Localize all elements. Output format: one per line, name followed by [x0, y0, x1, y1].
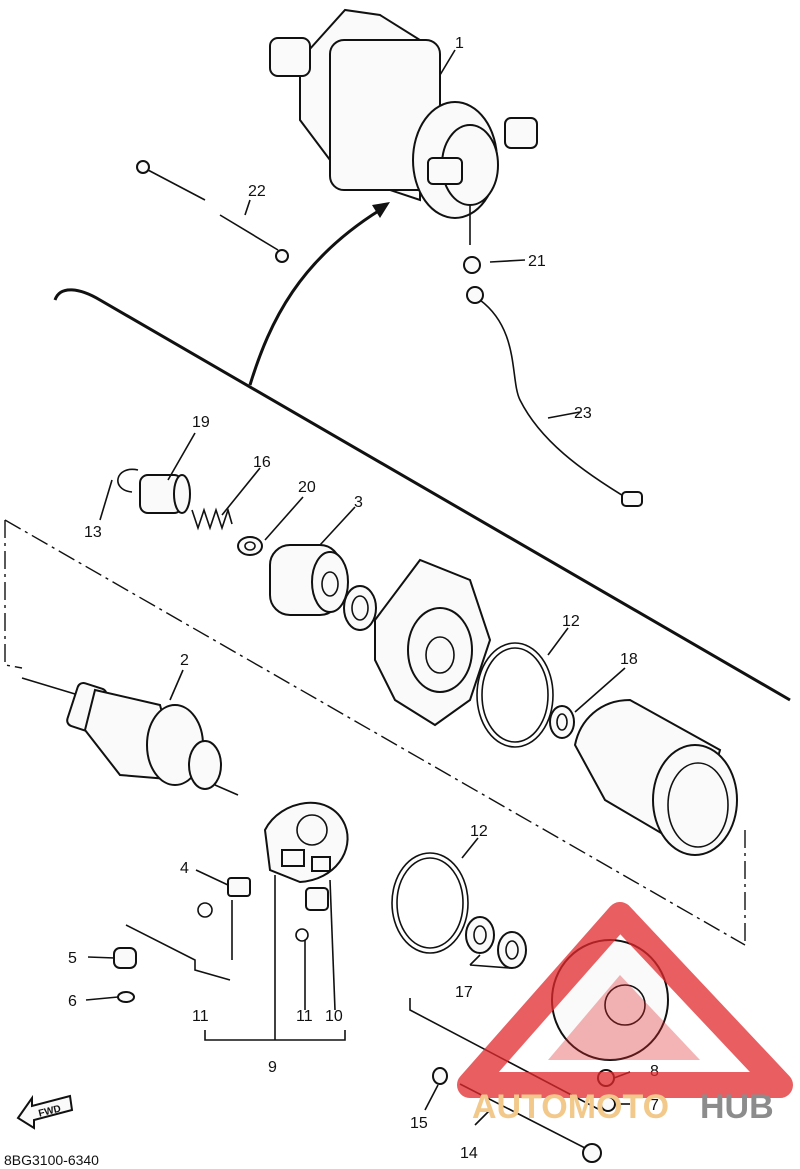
label-part-9: 9 — [268, 1059, 277, 1076]
watermark-text-automoto: AUTOMOTO — [472, 1088, 669, 1126]
front-cover — [374, 558, 492, 727]
o-ring-part-15 — [432, 1067, 448, 1085]
label-part-4: 4 — [180, 860, 189, 877]
label-part-1: 1 — [455, 35, 464, 52]
label-part-21: 21 — [528, 253, 546, 270]
nut-part-21 — [463, 256, 481, 274]
label-part-22: 22 — [248, 183, 266, 200]
part-number-labels: 1 2 3 4 5 6 7 8 9 10 11 11 11 12 12 13 1… — [68, 35, 659, 1162]
label-part-17: 17 — [455, 984, 473, 1001]
lead-wire-part-22 — [136, 160, 289, 263]
label-part-5: 5 — [68, 950, 77, 967]
watermark-text-hub: HUB — [700, 1088, 774, 1126]
label-part-23: 23 — [574, 405, 592, 422]
label-part-11-left: 11 — [192, 1008, 209, 1025]
label-part-12-upper: 12 — [562, 613, 580, 630]
yoke-housing — [573, 698, 738, 856]
label-part-7: 7 — [650, 1097, 659, 1114]
label-part-18: 18 — [620, 651, 638, 668]
assembly-arrow — [248, 202, 390, 386]
label-part-14: 14 — [460, 1145, 478, 1162]
label-part-12-lower: 12 — [470, 823, 488, 840]
cap-part-5 — [113, 947, 137, 969]
sleeve-part-19 — [139, 474, 191, 514]
label-part-3: 3 — [354, 494, 363, 511]
washers-part-17 — [465, 916, 527, 969]
circlip-part-13 — [117, 468, 139, 493]
lead-wire-part-23 — [466, 286, 643, 507]
forward-direction-badge: FWD — [16, 1094, 74, 1130]
o-ring-small — [343, 585, 377, 631]
armature-part-2 — [21, 677, 239, 796]
label-part-10: 10 — [325, 1008, 343, 1025]
label-part-13: 13 — [84, 524, 102, 541]
label-part-16: 16 — [253, 454, 271, 471]
washer-part-20 — [237, 536, 263, 556]
label-part-8: 8 — [650, 1063, 659, 1080]
washer-part-18 — [549, 705, 575, 739]
label-part-11-mid: 11 — [296, 1008, 313, 1025]
o-ring-part-12-lower — [391, 852, 469, 954]
washer-part-6 — [117, 991, 135, 1003]
o-ring-part-12-upper — [476, 642, 554, 748]
cover-part-3 — [269, 544, 349, 616]
label-part-20: 20 — [298, 479, 316, 496]
brush-part-4 — [227, 877, 251, 960]
label-part-6: 6 — [68, 993, 77, 1010]
forward-badge-text: FWD — [37, 1104, 62, 1120]
starter-motor-assembly — [269, 8, 538, 245]
label-part-19: 19 — [192, 414, 210, 431]
label-part-15: 15 — [410, 1115, 428, 1132]
figure-code: 8BG3100-6340 — [4, 1152, 99, 1168]
watermark-logo: AUTOMOTO HUB — [457, 902, 793, 1126]
clip-part-11 — [197, 902, 309, 942]
spring-part-16 — [191, 507, 233, 531]
exploded-view-border — [4, 288, 791, 946]
brush-spring-part-10 — [305, 887, 329, 911]
brush-plate-part-9 — [263, 801, 349, 884]
label-part-2: 2 — [180, 652, 189, 669]
